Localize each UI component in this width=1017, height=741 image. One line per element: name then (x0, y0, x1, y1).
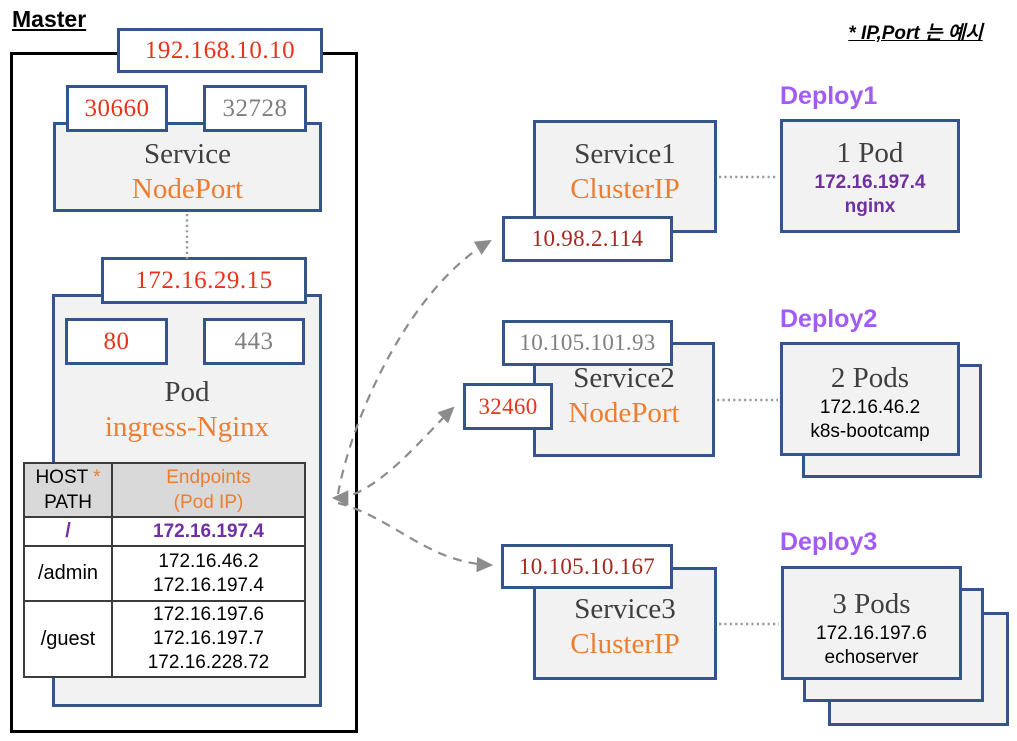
host-asterisk: * (93, 467, 101, 488)
service2-cluster-ip-box: 10.105.101.93 (502, 320, 673, 366)
route-path: /guest (23, 600, 113, 678)
deploy2-label: Deploy2 (780, 305, 878, 333)
endpoints-label: Endpoints (166, 467, 251, 488)
example-note: * IP,Port 는 예시 (848, 23, 983, 44)
arrow-to-service1-icon (336, 239, 492, 495)
service3-name: Service3 (574, 593, 676, 625)
service2-type: NodePort (568, 397, 680, 429)
endpoints-sub-label: (Pod IP) (173, 492, 244, 513)
routing-header-hostpath: HOST * PATH (23, 462, 113, 518)
service2-nodeport-box: 32460 (463, 383, 553, 430)
ingress-pod-title: Pod (164, 376, 210, 408)
service1-cluster-ip-box: 10.98.2.114 (502, 216, 673, 262)
deploy1-pod-count: 1 Pod (836, 137, 904, 169)
route-row-guest: /guest 172.16.197.6 172.16.197.7 172.16.… (23, 600, 306, 678)
routing-header-endpoints: Endpoints (Pod IP) (111, 462, 306, 518)
deploy1-app: nginx (844, 196, 896, 217)
route-endpoint: 172.16.197.6 (153, 604, 264, 625)
ingress-port-80-box: 80 (65, 318, 168, 365)
route-path: /admin (23, 545, 113, 602)
deploy2-pod-count: 2 Pods (830, 362, 910, 394)
route-row-root: / 172.16.197.4 (23, 516, 306, 547)
service1-type: ClusterIP (570, 173, 680, 205)
nodeport-secondary-port-box: 32728 (203, 85, 307, 132)
route-endpoint: 172.16.46.2 (158, 550, 259, 572)
ingress-port-443-box: 443 (203, 318, 305, 365)
service-name: Service (144, 138, 231, 170)
deploy3-app: echoserver (824, 647, 919, 668)
path-label: PATH (44, 492, 92, 513)
deploy1-pod-ip: 172.16.197.4 (814, 172, 926, 193)
master-node-title: Master (12, 6, 87, 32)
ingress-pod-ip-box: 172.16.29.15 (101, 257, 307, 304)
deploy2-app: k8s-bootcamp (810, 421, 930, 442)
host-label: HOST (35, 467, 88, 488)
deploy1-label: Deploy1 (780, 82, 878, 110)
master-node-ip-box: 192.168.10.10 (117, 28, 323, 73)
deploy3-pod-ip: 172.16.197.6 (816, 623, 927, 644)
service-type: NodePort (131, 173, 244, 205)
route-endpoint: 172.16.197.4 (153, 520, 264, 542)
route-endpoint: 172.16.197.4 (153, 574, 264, 596)
nodeport-active-port-box: 30660 (66, 85, 168, 132)
deploy2-pod-box: 2 Pods 172.16.46.2 k8s-bootcamp (780, 342, 960, 456)
route-endpoint: 172.16.197.7 (153, 628, 264, 649)
service3-cluster-ip-box: 10.105.10.167 (501, 544, 673, 589)
deploy3-label: Deploy3 (780, 528, 878, 556)
service2-name: Service2 (573, 362, 675, 394)
deploy1-pod-box: 1 Pod 172.16.197.4 nginx (780, 119, 960, 233)
deploy3-pod-box: 3 Pods 172.16.197.6 echoserver (781, 566, 962, 680)
ingress-routing-table: HOST * PATH Endpoints (Pod IP) / 172.16.… (23, 462, 306, 678)
ingress-pod-app: ingress-Nginx (104, 411, 270, 443)
route-row-admin: /admin 172.16.46.2 172.16.197.4 (23, 545, 306, 602)
service1-name: Service1 (574, 138, 676, 170)
route-endpoint: 172.16.228.72 (147, 652, 270, 673)
route-path: / (23, 516, 113, 547)
nodeport-service-box: Service NodePort (53, 122, 322, 212)
service3-type: ClusterIP (570, 628, 680, 660)
deploy2-pod-ip: 172.16.46.2 (819, 397, 921, 418)
deploy3-pod-count: 3 Pods (832, 588, 911, 620)
arrow-to-service3-icon (337, 501, 494, 573)
